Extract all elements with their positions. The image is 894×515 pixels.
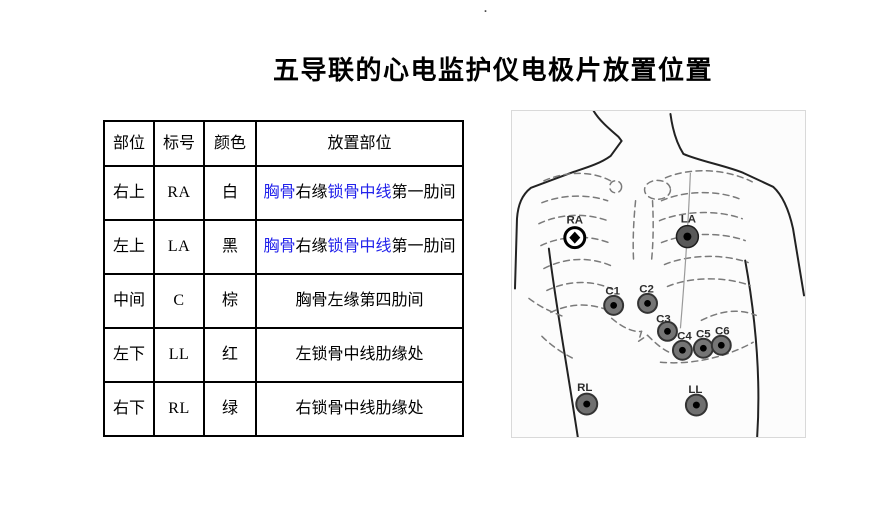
electrode-ra (563, 226, 587, 250)
table-row: 右上 RA 白 胸骨右缘锁骨中线第一肋间 (103, 165, 464, 221)
cell-placement: 胸骨左缘第四肋间 (255, 273, 464, 329)
electrode-label-ra: RA (567, 215, 584, 227)
electrode-c6 (710, 334, 732, 356)
table-row: 右下 RL 绿 右锁骨中线肋缘处 (103, 381, 464, 437)
electrode-label-rl: RL (577, 382, 592, 394)
table-header-color: 颜色 (203, 120, 257, 167)
electrode-la (675, 224, 700, 249)
stray-dot: . (484, 1, 487, 15)
electrode-label-c4: C4 (677, 330, 692, 342)
torso-outline (513, 110, 805, 438)
electrode-ll (684, 393, 708, 417)
table-header-part: 部位 (103, 120, 155, 167)
electrode-c2 (637, 292, 659, 314)
cell-part: 左下 (103, 327, 155, 383)
cell-part: 右上 (103, 165, 155, 221)
cell-code: C (153, 273, 205, 329)
electrode-c1 (603, 294, 625, 316)
midclavicular-line (679, 172, 691, 329)
cell-code: RA (153, 165, 205, 221)
electrode-table: 部位 标号 颜色 放置部位 右上 RA 白 胸骨右缘锁骨中线第一肋间 左上 LA… (103, 120, 464, 437)
table-row: 左上 LA 黑 胸骨右缘锁骨中线第一肋间 (103, 219, 464, 275)
placement-term: 锁骨中线 (327, 238, 392, 256)
chest-diagram: RA LA C1 C2 C3 C4 C5 C6 RL LL (511, 110, 806, 438)
electrode-label-c6: C6 (715, 325, 730, 337)
placement-term: 锁骨中线 (327, 184, 392, 202)
electrode-c5 (692, 337, 714, 359)
placement-text: 第一肋间 (391, 238, 456, 256)
cell-placement: 胸骨右缘锁骨中线第一肋间 (255, 165, 464, 221)
cell-code: RL (153, 381, 205, 437)
cell-placement: 右锁骨中线肋缘处 (255, 381, 464, 437)
placement-text: 右锁骨中线肋缘处 (295, 400, 424, 418)
placement-text: 第一肋间 (391, 184, 456, 202)
ribcage-dashed-lines (528, 170, 757, 364)
table-row: 左下 LL 红 左锁骨中线肋缘处 (103, 327, 464, 383)
cell-part: 中间 (103, 273, 155, 329)
cell-part: 左上 (103, 219, 155, 275)
cell-part: 右下 (103, 381, 155, 437)
electrode-c4 (671, 339, 693, 361)
placement-text: 右缘 (295, 184, 328, 202)
placement-text: 右缘 (295, 238, 328, 256)
placement-text: 胸骨左缘第四肋间 (295, 292, 424, 310)
table-header-placement: 放置部位 (255, 120, 464, 167)
cell-placement: 胸骨右缘锁骨中线第一肋间 (255, 219, 464, 275)
cell-color: 黑 (203, 219, 257, 275)
cell-color: 绿 (203, 381, 257, 437)
page-title: 五导联的心电监护仪电极片放置位置 (272, 56, 714, 85)
chest-diagram-svg: RA LA C1 C2 C3 C4 C5 C6 RL LL (513, 110, 805, 438)
cell-code: LL (153, 327, 205, 383)
electrode-c3 (657, 320, 678, 342)
cell-color: 白 (203, 165, 257, 221)
placement-text: 左锁骨中线肋缘处 (295, 346, 424, 364)
cell-code: LA (153, 219, 205, 275)
table-row: 中间 C 棕 胸骨左缘第四肋间 (103, 273, 464, 329)
table-header-row: 部位 标号 颜色 放置部位 (103, 120, 464, 167)
placement-term: 胸骨 (263, 184, 296, 202)
electrode-rl (575, 392, 599, 416)
cell-color: 红 (203, 327, 257, 383)
electrode-label-c5: C5 (696, 328, 711, 340)
placement-term: 胸骨 (263, 238, 296, 256)
electrode-label-c2: C2 (639, 283, 654, 295)
table-header-code: 标号 (153, 120, 205, 167)
electrode-label-c3: C3 (656, 313, 671, 325)
electrode-label-la: LA (681, 214, 696, 226)
electrode-label-c1: C1 (605, 285, 620, 297)
electrode-label-ll: LL (688, 384, 702, 396)
cell-placement: 左锁骨中线肋缘处 (255, 327, 464, 383)
cell-color: 棕 (203, 273, 257, 329)
